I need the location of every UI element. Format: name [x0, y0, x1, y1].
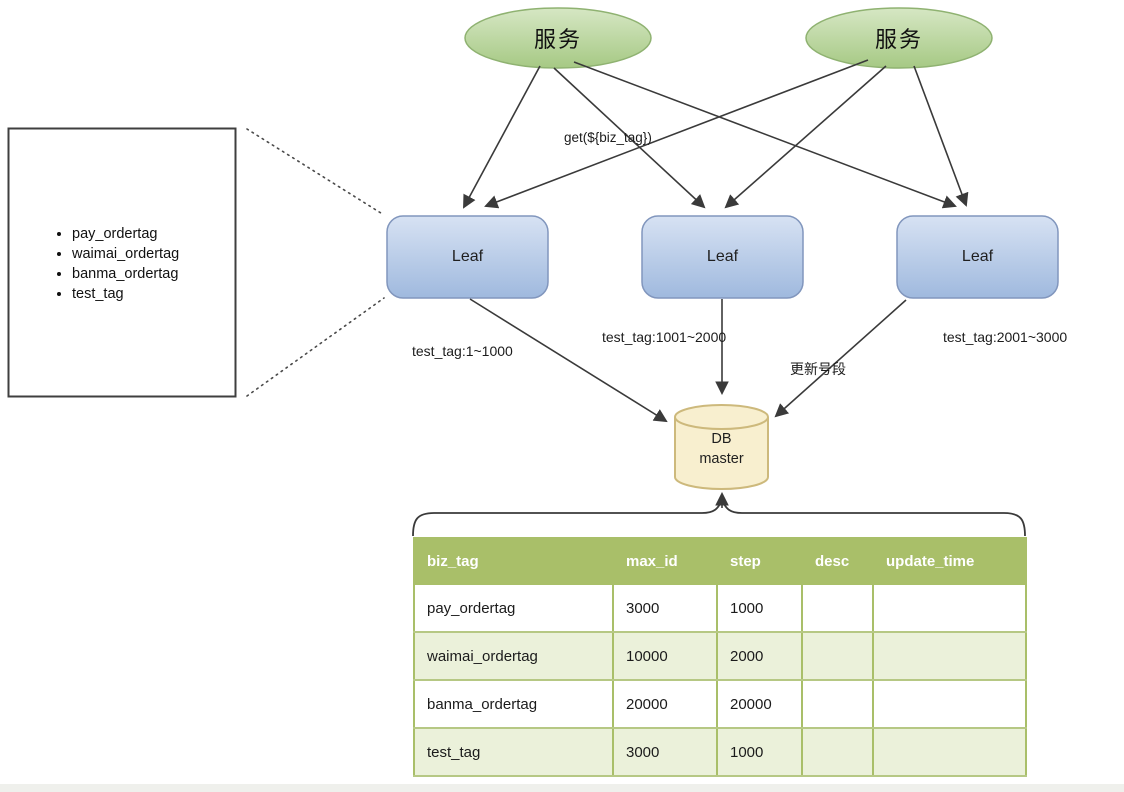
cell-biz-tag: banma_ordertag	[413, 679, 614, 729]
cell-update-time	[872, 583, 1027, 633]
table-row: pay_ordertag 3000 1000	[413, 583, 1027, 633]
edge-label-range-3: test_tag:2001~3000	[943, 329, 1068, 345]
table-row: test_tag 3000 1000	[413, 727, 1027, 777]
table-to-db-brace	[412, 497, 1026, 537]
page-bottom-edge	[0, 784, 1124, 792]
col-header-max-id: max_id	[612, 537, 718, 585]
db-cylinder-top	[674, 404, 769, 430]
cell-desc	[801, 583, 874, 633]
leaf-node-2	[641, 215, 804, 299]
table-header-row: biz_tag max_id step desc update_time	[413, 537, 1027, 585]
cell-biz-tag: pay_ordertag	[413, 583, 614, 633]
leaf-node-3	[896, 215, 1059, 299]
arrow-service2-leaf3	[913, 65, 969, 207]
dotted-connector-top	[246, 128, 385, 216]
cell-max-id: 20000	[612, 679, 718, 729]
edge-label-range-1: test_tag:1~1000	[412, 343, 513, 359]
arrow-service1-leaf1	[463, 65, 541, 209]
edge-label-update-segment: 更新号段	[790, 361, 846, 377]
dotted-connector-bottom	[246, 297, 385, 397]
biz-tag-list-item: test_tag	[72, 286, 179, 302]
table-row: waimai_ordertag 10000 2000	[413, 631, 1027, 681]
cell-update-time	[872, 679, 1027, 729]
service-ellipse-1	[464, 7, 652, 69]
biz-tag-list-item: banma_ordertag	[72, 266, 179, 282]
cell-desc	[801, 727, 874, 777]
arrow-service2-leaf2	[724, 65, 887, 209]
db-cylinder-body	[674, 417, 769, 490]
cell-desc	[801, 631, 874, 681]
col-header-biz-tag: biz_tag	[413, 537, 614, 585]
cell-update-time	[872, 631, 1027, 681]
cell-step: 1000	[716, 583, 803, 633]
biz-tag-list-item: waimai_ordertag	[72, 246, 179, 262]
edge-label-get-biz-tag: get(${biz_tag})	[564, 130, 652, 145]
cell-step: 1000	[716, 727, 803, 777]
cell-max-id: 3000	[612, 583, 718, 633]
arrow-service1-leaf2	[553, 67, 706, 209]
cell-biz-tag: waimai_ordertag	[413, 631, 614, 681]
table-row: banma_ordertag 20000 20000	[413, 679, 1027, 729]
arrow-leaf3-db	[774, 299, 907, 418]
segment-table: biz_tag max_id step desc update_time pay…	[413, 537, 1027, 777]
arrow-service2-leaf1	[484, 59, 869, 209]
cell-update-time	[872, 727, 1027, 777]
biz-tag-list-item: pay_ordertag	[72, 226, 179, 242]
cell-step: 20000	[716, 679, 803, 729]
edge-label-range-2: test_tag:1001~2000	[602, 329, 727, 345]
col-header-step: step	[716, 537, 803, 585]
tag-list-box	[7, 127, 237, 398]
biz-tag-list: pay_ordertag waimai_ordertag banma_order…	[72, 222, 179, 306]
arrow-leaf1-db	[469, 298, 668, 423]
cell-biz-tag: test_tag	[413, 727, 614, 777]
col-header-update-time: update_time	[872, 537, 1027, 585]
arrow-service1-leaf3	[573, 61, 957, 209]
service-ellipse-2	[805, 7, 993, 69]
cell-max-id: 3000	[612, 727, 718, 777]
cell-desc	[801, 679, 874, 729]
leaf-node-1	[386, 215, 549, 299]
cell-max-id: 10000	[612, 631, 718, 681]
col-header-desc: desc	[801, 537, 874, 585]
cell-step: 2000	[716, 631, 803, 681]
